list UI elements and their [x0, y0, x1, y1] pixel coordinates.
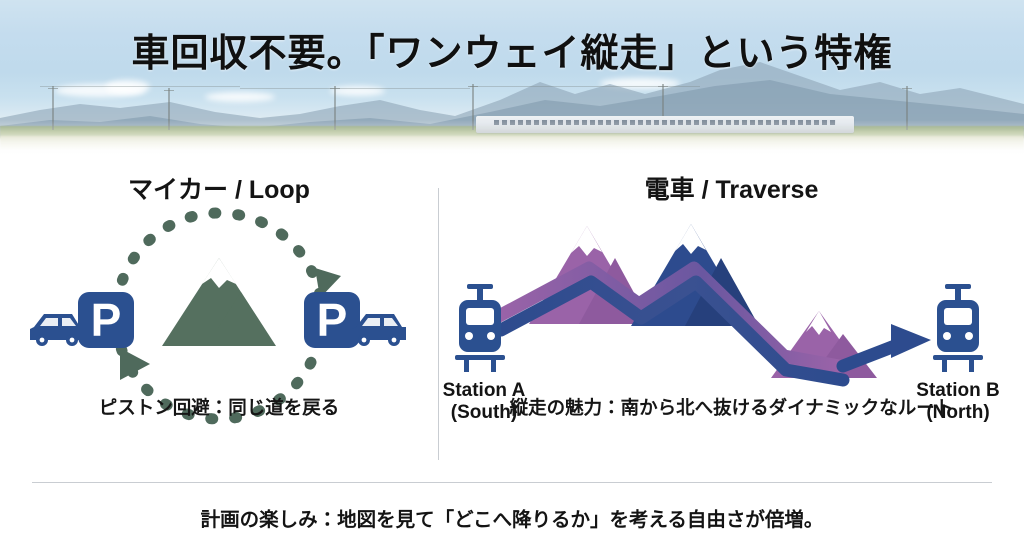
traverse-diagram-svg: Station A (South) Station B (North) [443, 224, 1000, 423]
utility-pole [48, 86, 57, 130]
panel-right-heading: 電車 / Traverse [644, 176, 819, 204]
station-b-sublabel: (North) [926, 402, 989, 423]
panel-right-caption: 縦走の魅力：南から北へ抜けるダイナミックなルート [509, 397, 954, 418]
route-line-purple [492, 261, 846, 373]
parking-sign-left: P [78, 292, 134, 348]
hero-photo-band: 車回収不要。「ワンウェイ縦走」という特権 [0, 0, 1024, 158]
utility-pole [330, 86, 339, 130]
route-arrow-to-station-b [836, 324, 931, 373]
station-a-sublabel: (South) [451, 402, 517, 423]
photo-fade-to-white [0, 120, 1024, 158]
parking-letter-left: P [91, 294, 122, 346]
utility-pole [468, 84, 477, 130]
panel-train-traverse: 電車 / Traverse [439, 158, 1024, 446]
panel-divider [438, 188, 439, 460]
traverse-diagram: Station A (South) Station B (North) [439, 206, 1024, 446]
cloud [600, 78, 680, 89]
mountain-icon [162, 258, 276, 346]
parking-letter-right: P [317, 294, 348, 346]
power-wire [240, 88, 470, 89]
utility-pole [658, 84, 667, 130]
footer-divider [32, 482, 992, 483]
train-icon-station-a [455, 284, 505, 372]
car-icon-left [30, 314, 84, 346]
cloud [105, 80, 150, 94]
cloud [330, 86, 385, 96]
train-icon-station-b [933, 284, 983, 372]
parking-sign-right: P [304, 292, 360, 348]
car-icon-right [352, 314, 406, 346]
loop-diagram: P P [0, 206, 438, 446]
loop-arrow-right-icon [120, 348, 150, 380]
loop-arrow-down-icon [315, 268, 341, 298]
utility-pole [902, 86, 911, 130]
panel-left-heading: マイカー / Loop [128, 176, 310, 204]
power-wire [40, 86, 240, 87]
station-a-label: Station A [443, 380, 526, 401]
cloud [205, 92, 275, 102]
footer-note: 計画の楽しみ：地図を見て「どこへ降りるか」を考える自由さが倍増。 [200, 509, 824, 531]
station-b-label: Station B [916, 380, 999, 401]
power-wire [470, 86, 700, 87]
route-line-navy [494, 275, 850, 387]
comparison-panels: マイカー / Loop [0, 158, 1024, 478]
page-title: 車回収不要。「ワンウェイ縦走」という特権 [131, 33, 893, 75]
loop-diagram-svg: P P [30, 207, 406, 425]
panel-car-loop: マイカー / Loop [0, 158, 438, 446]
panel-left-caption: ピストン回避：同じ道を戻る [98, 397, 340, 418]
utility-pole [164, 88, 173, 130]
